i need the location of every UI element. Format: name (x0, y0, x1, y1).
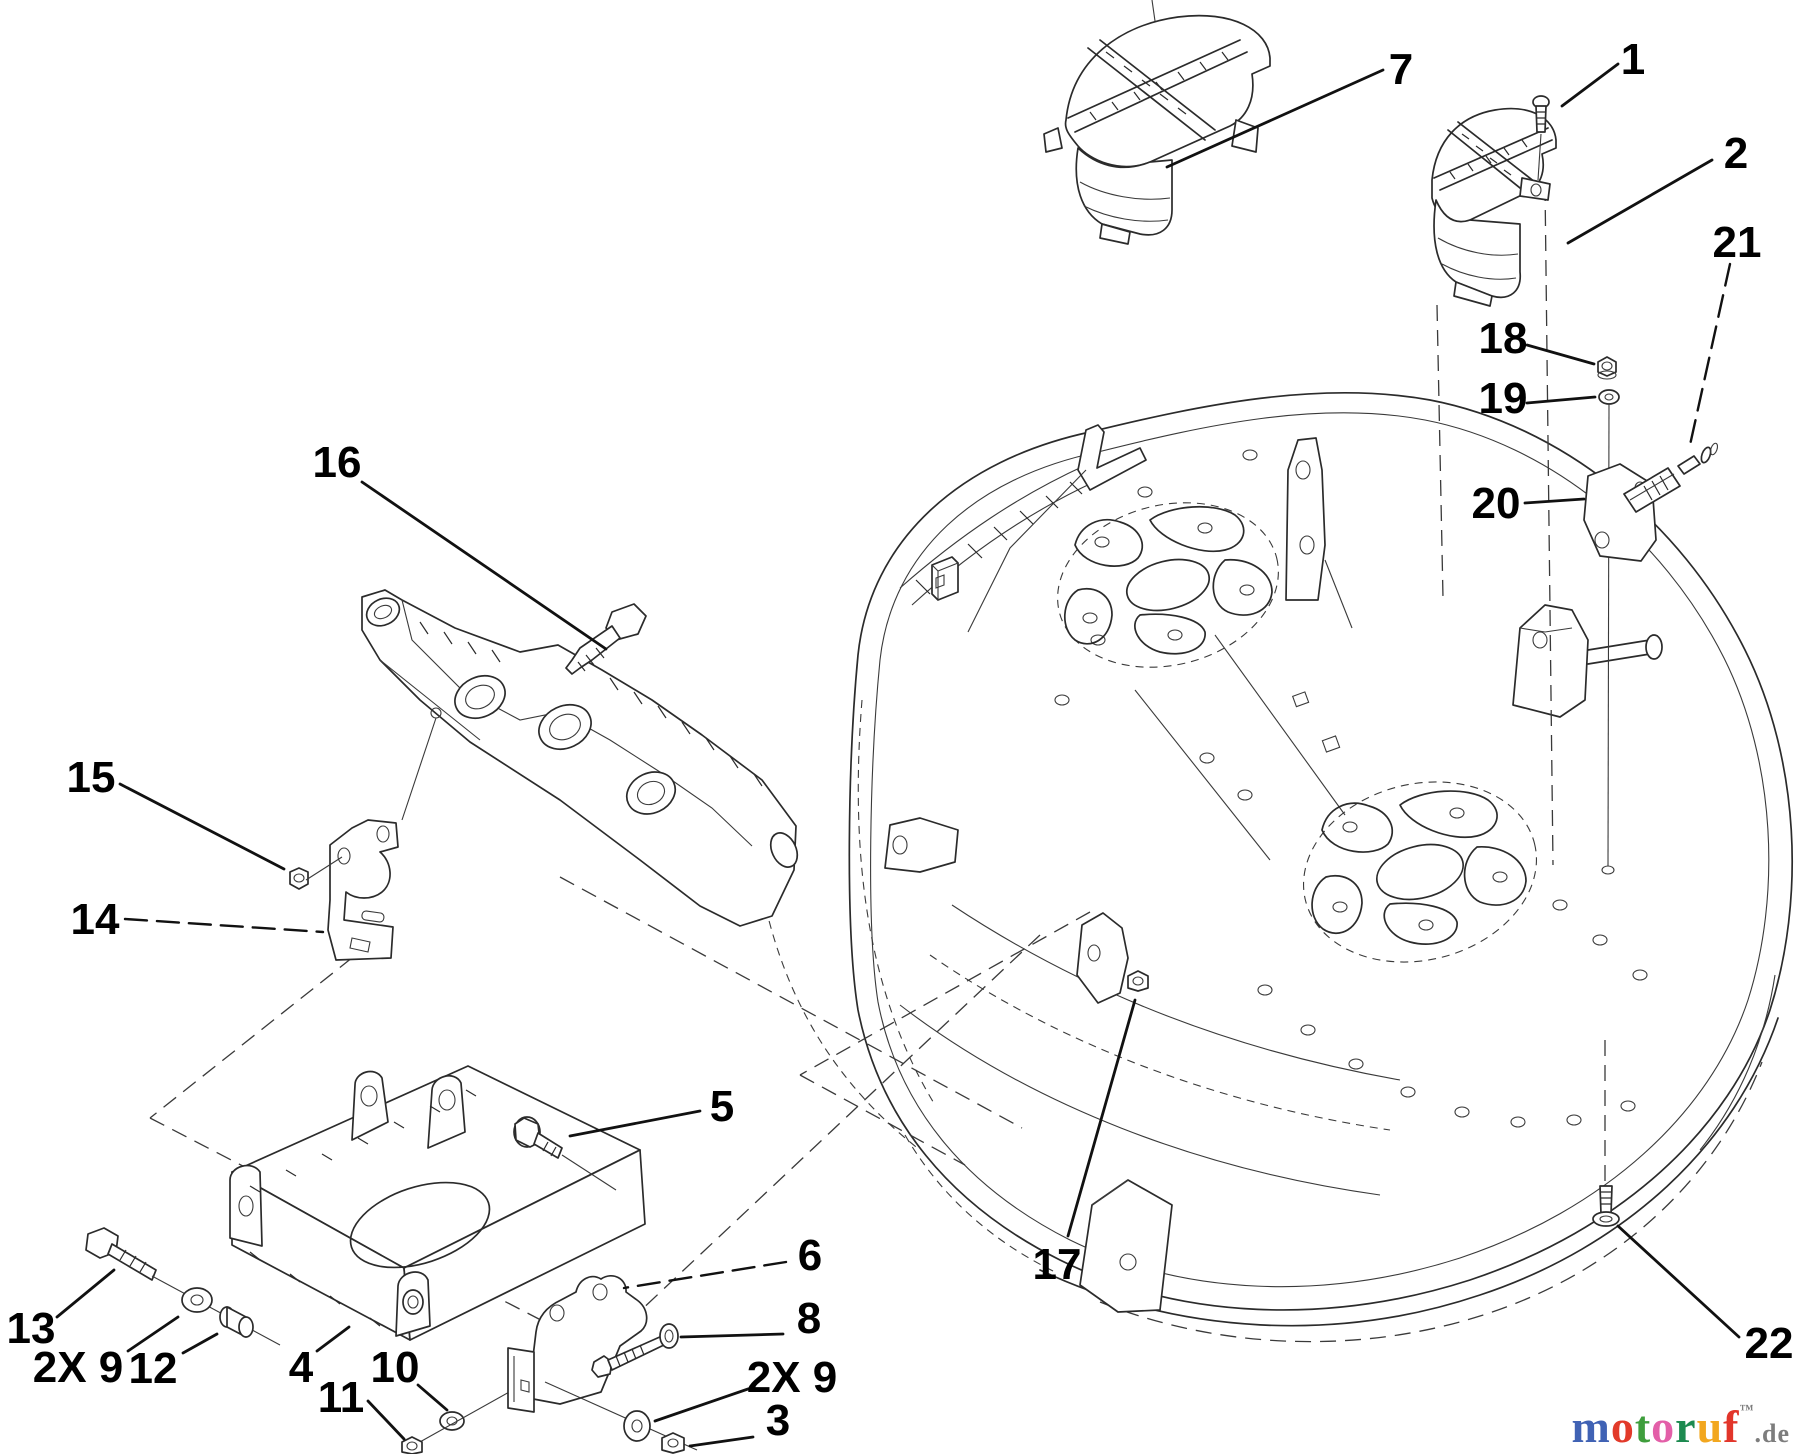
belt-guide-block (932, 557, 958, 600)
callout-4: 4 (289, 1343, 314, 1392)
watermark-letter: o (1610, 1401, 1635, 1452)
latch-pin-21 (1678, 442, 1719, 474)
leader-lines (57, 64, 1739, 1446)
spindle-plate-left (1040, 480, 1296, 689)
watermark-letter: m (1571, 1401, 1611, 1452)
leader-21 (1690, 264, 1730, 445)
leader-8 (681, 1334, 783, 1337)
deck-holes (1055, 450, 1647, 1127)
leader-14 (125, 919, 323, 932)
leader-7 (1167, 70, 1383, 167)
bracket-6 (508, 1276, 647, 1412)
screw-22 (1593, 1186, 1619, 1226)
belt-cover-2 (1432, 109, 1556, 306)
callout-5: 5 (710, 1082, 734, 1131)
leader-17 (1068, 1000, 1135, 1236)
deck-bottom-fin (1080, 1180, 1172, 1312)
leader-18 (1527, 345, 1594, 364)
watermark-letter: o (1651, 1401, 1676, 1452)
callout-10: 10 (371, 1343, 420, 1392)
watermark-logo: motoruf™.de (1572, 1404, 1791, 1450)
callout-6: 6 (798, 1231, 822, 1280)
latch-bracket-20 (1584, 464, 1680, 561)
callout-labels: 7 1 2 21 18 19 20 16 15 14 17 5 6 8 13 2… (7, 35, 1794, 1445)
leader-13 (57, 1270, 114, 1317)
leader-4 (317, 1327, 349, 1351)
arm-rib-hatching (420, 622, 762, 786)
nut-17 (1128, 971, 1148, 991)
washer-19 (1599, 390, 1619, 866)
washer-9-right (624, 1411, 650, 1441)
deck-left-hanger-bracket (885, 818, 958, 872)
leader-2 (1568, 160, 1712, 243)
leader-22 (1618, 1226, 1739, 1337)
watermark-trademark: ™ (1739, 1403, 1755, 1418)
callout-20: 20 (1472, 479, 1521, 528)
callout-3: 3 (766, 1396, 790, 1445)
leader-19 (1527, 397, 1595, 403)
shoulder-bolt-5 (514, 1117, 616, 1190)
leader-16 (362, 482, 606, 649)
leader-20 (1525, 499, 1584, 503)
watermark-letter: f (1723, 1401, 1740, 1452)
deck-right-hanger-bracket (1513, 605, 1662, 717)
engine-mount-plate-4 (230, 1066, 645, 1340)
spacer-12 (220, 1307, 253, 1337)
callout-19: 19 (1479, 374, 1528, 423)
deck-front-fin-bracket (1077, 913, 1128, 1003)
watermark-letter: r (1675, 1401, 1697, 1452)
nut-3 (662, 1433, 684, 1453)
callout-8: 8 (797, 1294, 821, 1343)
screw-1 (1533, 96, 1549, 180)
callout-2: 2 (1724, 129, 1748, 178)
leader-10 (418, 1385, 447, 1410)
washer-9-left (182, 1288, 212, 1312)
leader-5 (570, 1111, 700, 1136)
callout-9a: 2X 9 (33, 1343, 124, 1392)
watermark-letter: u (1696, 1401, 1724, 1452)
leader-1 (1562, 64, 1618, 106)
bracket-14 (328, 820, 398, 960)
mower-deck-housing (760, 393, 1792, 1342)
callout-9b: 2X 9 (747, 1353, 838, 1402)
callout-21: 21 (1713, 218, 1762, 267)
callout-17: 17 (1033, 1240, 1082, 1289)
spindle-plate-right (1284, 758, 1556, 986)
watermark-letter: t (1634, 1401, 1652, 1452)
callout-13: 13 (7, 1304, 56, 1353)
callout-16: 16 (313, 438, 362, 487)
callout-1: 1 (1621, 35, 1645, 84)
bolt-16 (566, 604, 646, 674)
leader-15 (120, 784, 284, 869)
leader-12 (183, 1334, 217, 1353)
leader-3 (690, 1437, 753, 1446)
callout-7: 7 (1389, 45, 1413, 94)
callout-22: 22 (1745, 1319, 1794, 1368)
callout-14: 14 (71, 895, 120, 944)
leader-6 (624, 1262, 786, 1288)
callout-12: 12 (129, 1344, 178, 1393)
deck-rear-hanger-bracket (1286, 438, 1352, 628)
callout-11: 11 (318, 1373, 365, 1422)
callout-18: 18 (1479, 314, 1528, 363)
nut-11 (402, 1437, 422, 1454)
watermark-suffix: .de (1754, 1419, 1790, 1448)
callout-15: 15 (67, 753, 116, 802)
leader-9b (655, 1389, 748, 1421)
bolt-13 (86, 1228, 280, 1345)
idler-arm-assembly (362, 590, 802, 926)
belt-cover-7 (1044, 0, 1270, 244)
nut-18 (1598, 357, 1616, 379)
nut-15 (290, 857, 342, 889)
leader-9a (128, 1317, 178, 1351)
leader-11 (368, 1401, 404, 1439)
